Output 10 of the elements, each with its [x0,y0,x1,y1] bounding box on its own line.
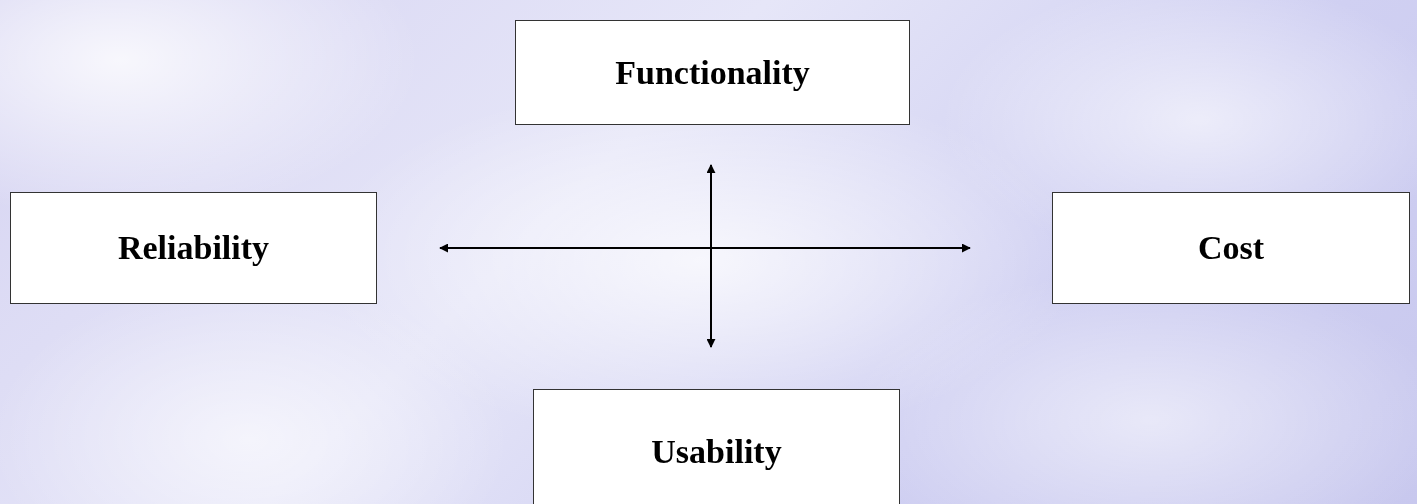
box-label: Functionality [615,53,810,92]
double-arrow [706,164,716,348]
box-label: Reliability [117,229,270,267]
double-arrow [439,243,971,253]
box-label: Usability [651,432,782,471]
process-box [515,20,910,125]
process-box [533,389,900,504]
process-box [10,192,377,304]
box-label: Cost [1197,229,1265,267]
process-box [1052,192,1410,304]
